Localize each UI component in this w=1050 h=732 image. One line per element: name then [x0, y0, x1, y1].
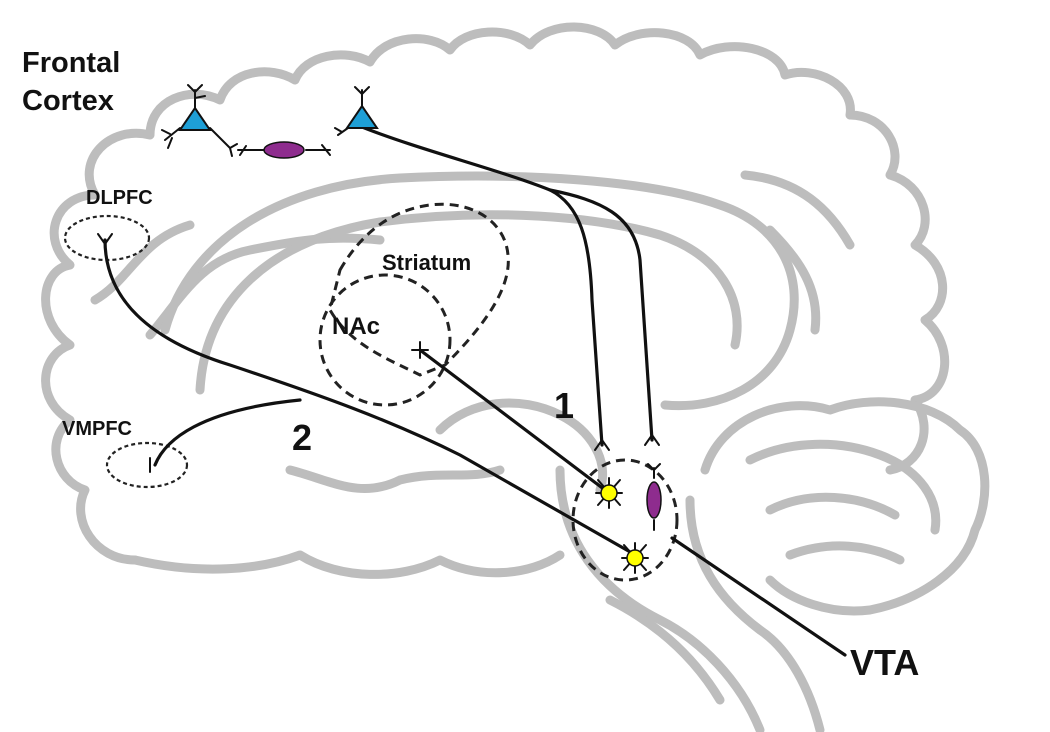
cortex-fold-3 [765, 225, 821, 335]
vta-pointer-line [670, 536, 847, 657]
brain-outline [41, 22, 990, 732]
nac-label: NAc [332, 313, 380, 340]
nac-region [318, 273, 452, 407]
pyramidal-neuron-1-icon [178, 106, 212, 131]
vta-region [571, 458, 679, 582]
brainstem-back [685, 495, 825, 732]
temporal-outline [130, 550, 565, 579]
thalamus-outline [435, 398, 608, 495]
dopamine-neuron-upper-icon [600, 484, 618, 502]
vmpfc-region [105, 441, 189, 489]
nac-to-vta-axon [418, 348, 607, 492]
vta-interneuron-processes [647, 463, 661, 531]
pathway-2-label: 2 [292, 417, 312, 458]
pyramidal-2-dendrites [334, 86, 370, 136]
nac-terminal [411, 341, 429, 359]
pathway-2-vmpfc-axon [153, 398, 302, 467]
striatum-label: Striatum [382, 250, 471, 275]
vta-neurons [595, 463, 662, 574]
dopamine-neuron-upper [595, 477, 623, 509]
vta-interneuron-icon [646, 481, 662, 519]
cortex-fold-2 [90, 220, 195, 305]
inferior-fold [285, 465, 505, 494]
interneuron-processes [237, 144, 331, 156]
pyramidal-1-dendrites [161, 84, 238, 157]
brainstem-front [555, 465, 765, 732]
dopamine-neuron-lower [621, 542, 649, 574]
vmpfc-label: VMPFC [62, 418, 132, 440]
cerebellum-fold-3 [785, 541, 905, 565]
cerebellum-fold-1 [745, 439, 941, 535]
pathway-1-right-terminal [644, 433, 660, 446]
cortex-outline [41, 22, 950, 565]
interneuron-icon [263, 141, 305, 159]
cerebellum-outline [700, 397, 990, 616]
dopamine-neuron-lower-icon [626, 549, 644, 567]
cortex-fold-4 [740, 170, 855, 250]
frontal-cortex-label-line2: Cortex [22, 85, 114, 117]
cerebellum-fold-2 [765, 492, 900, 520]
pathway-1-label: 1 [554, 385, 574, 426]
dlpfc-terminal [97, 233, 113, 246]
regions [63, 202, 679, 582]
pathways [97, 125, 847, 657]
pathway-2-dlpfc-axon [103, 238, 634, 555]
dlpfc-label: DLPFC [86, 187, 153, 209]
vta-label: VTA [850, 642, 919, 683]
cortical-neurons [161, 84, 379, 159]
corpus-callosum [160, 171, 799, 411]
pathway-1-axon-right [548, 188, 654, 442]
vta-interneuron [646, 463, 662, 531]
brainstem-midline [605, 595, 725, 705]
pyramidal-neuron-2-icon [345, 104, 379, 129]
frontal-cortex-label-line1: Frontal [22, 47, 120, 79]
labels: Frontal Cortex DLPFC VMPFC Striatum NAc … [22, 47, 919, 683]
pathway-1-left-terminal [594, 438, 610, 451]
